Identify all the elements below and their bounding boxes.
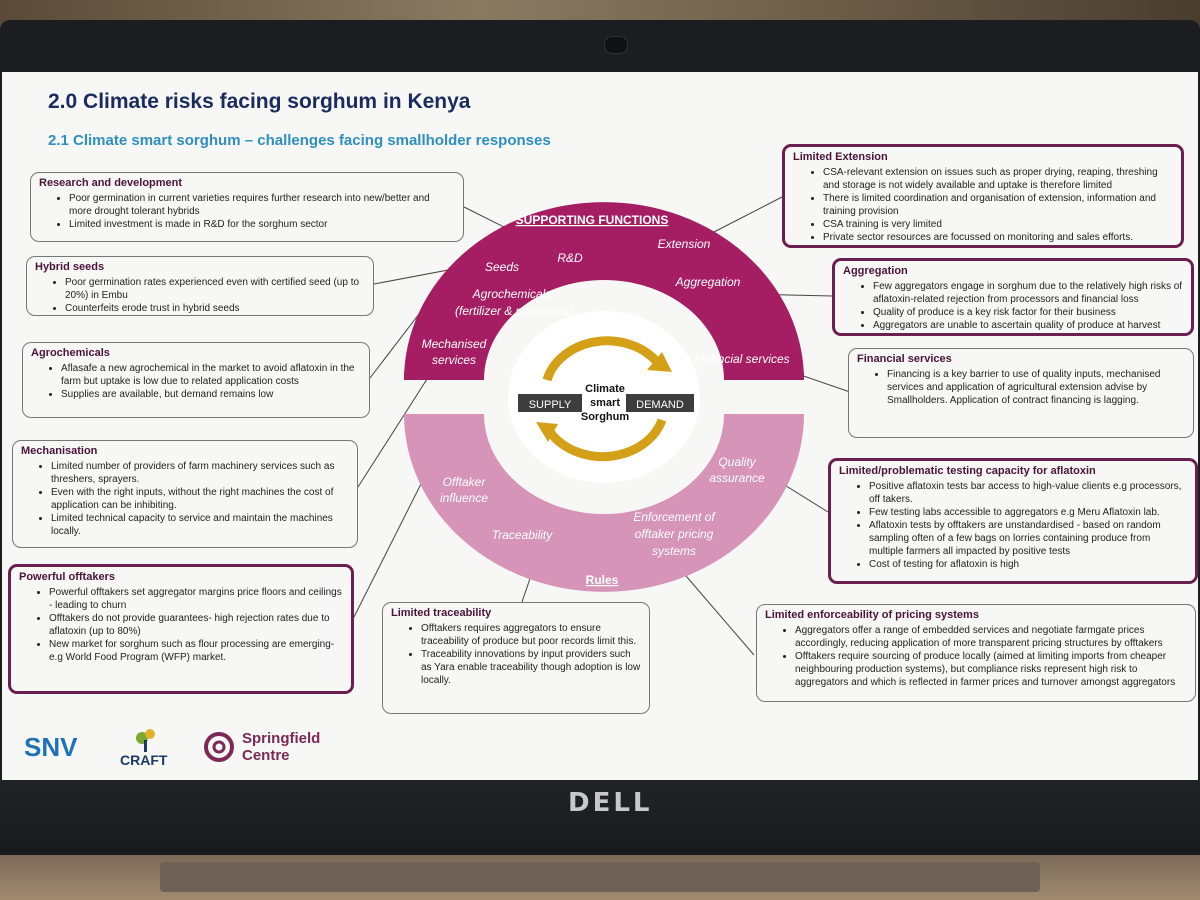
springfield-logo: Springfield Centre [242,730,320,764]
laptop-hinge [160,862,1040,892]
aggregation-title: Aggregation [843,265,908,277]
webcam [604,36,628,54]
mechanisation-item: Limited technical capacity to service an… [51,512,349,538]
center-label-2: smart [590,397,620,409]
agrochemicals-box: Agrochemicals Aflasafe a new agrochemica… [22,342,370,418]
cycle-arrowhead-top [647,352,672,372]
cycle-arrowhead-bottom [536,422,558,442]
slide-title: 2.0 Climate risks facing sorghum in Keny… [48,90,471,113]
demand-label: DEMAND [636,399,684,411]
pricing-systems-box: Limited enforceability of pricing system… [756,604,1196,702]
agrochemicals-item: Supplies are available, but demand remai… [61,388,361,401]
financial-services-title: Financial services [857,353,952,365]
sorghum-diagram: SUPPLY DEMAND Climate smart Sorghum SUPP… [353,196,851,656]
hybrid-seeds-item: Poor germination rates experienced even … [65,276,365,302]
research-item: Limited investment is made in R&D for th… [69,218,455,231]
extension-label: Extension [658,237,711,251]
offtaker-influence-label: Offtaker [443,475,487,489]
traceability-label: Traceability [492,528,553,542]
aggregation-box: Aggregation Few aggregators engage in so… [832,258,1194,336]
snv-logo: SNV [24,732,78,762]
rules-segment [404,414,804,592]
research-item: Poor germination in current varieties re… [69,192,455,218]
slide-subtitle: 2.1 Climate smart sorghum – challenges f… [48,132,551,149]
offtakers-item: Powerful offtakers set aggregator margin… [49,586,343,612]
limited-extension-box: Limited Extension CSA-relevant extension… [782,144,1184,248]
hybrid-seeds-box: Hybrid seeds Poor germination rates expe… [26,256,374,316]
seeds-label: Seeds [485,260,519,274]
limited-traceability-title: Limited traceability [391,607,492,619]
cycle-arrow-bottom [546,418,667,462]
extension-item: CSA training is very limited [823,218,1173,231]
springfield-logo-line2: Centre [242,747,290,764]
enforcement-label-3: systems [652,544,696,558]
aggregation-item: Aggregators are unable to ascertain qual… [873,319,1183,332]
powerful-offtakers-box: Powerful offtakers Powerful offtakers se… [8,564,354,694]
springfield-logo-line1: Springfield [242,730,321,747]
extension-item: Private sector resources are focussed on… [823,231,1173,244]
mechanisation-title: Mechanisation [21,445,98,457]
supply-tag [518,394,582,412]
testing-item: Few testing labs accessible to aggregato… [869,506,1187,519]
center-label-3: Sorghum [581,411,629,423]
cycle-arrow-top [542,336,661,382]
supply-label: SUPPLY [529,399,572,411]
springfield-logo-icon [204,732,234,762]
agrochemicals-item: Aflasafe a new agrochemical in the marke… [61,362,361,388]
supporting-functions-heading: SUPPORTING FUNCTIONS [516,213,669,227]
agrochemicals-label: Agrochemicals [472,287,552,301]
offtakers-item: New market for sorghum such as flour pro… [49,638,343,664]
powerful-offtakers-title: Powerful offtakers [19,571,115,583]
hybrid-seeds-item: Counterfeits erode trust in hybrid seeds [65,302,365,315]
footer-logos: SNV CRAFT Springfield Centre [2,712,1198,782]
craft-logo-icon [136,729,155,752]
testing-capacity-box: Limited/problematic testing capacity for… [828,458,1198,584]
testing-item: Aflatoxin tests by offtakers are unstand… [869,519,1187,558]
pricing-item: Offtakers require sourcing of produce lo… [795,650,1187,689]
enforcement-label: Enforcement of [633,510,716,524]
extension-item: CSA-relevant extension on issues such as… [823,166,1173,192]
agrochemicals-sub-label: (fertilizer & pesticides) [455,304,573,318]
craft-logo: CRAFT [120,752,168,768]
financial-services-label: Financial services [694,352,789,366]
dell-logo: DELL [568,788,653,818]
mechanisation-item: Even with the right inputs, without the … [51,486,349,512]
mechanisation-item: Limited number of providers of farm mach… [51,460,349,486]
presentation-slide: 2.0 Climate risks facing sorghum in Keny… [2,72,1198,782]
research-box: Research and development Poor germinatio… [30,172,464,242]
testing-item: Cost of testing for aflatoxin is high [869,558,1187,571]
pricing-systems-title: Limited enforceability of pricing system… [765,609,979,621]
offtaker-influence-sub-label: influence [440,491,488,505]
rd-label: R&D [557,251,583,265]
limited-traceability-box: Limited traceability Offtakers requires … [382,602,650,714]
extension-item: There is limited coordination and organi… [823,192,1173,218]
agrochemicals-title: Agrochemicals [31,347,110,359]
traceability-item: Traceability innovations by input provid… [421,648,641,687]
rules-heading: Rules [586,573,619,587]
supporting-functions-segment [404,202,804,380]
testing-item: Positive aflatoxin tests bar access to h… [869,480,1187,506]
quality-sub-label: assurance [709,471,765,485]
limited-extension-title: Limited Extension [793,151,888,163]
center-label-1: Climate [585,383,625,395]
aggregation-item: Quality of produce is a key risk factor … [873,306,1183,319]
testing-capacity-title: Limited/problematic testing capacity for… [839,465,1096,477]
traceability-item: Offtakers requires aggregators to ensure… [421,622,641,648]
pricing-item: Aggregators offer a range of embedded se… [795,624,1187,650]
mechanised-sub-label: services [432,353,476,367]
mechanisation-box: Mechanisation Limited number of provider… [12,440,358,548]
financial-services-box: Financial services Financing is a key ba… [848,348,1194,438]
hybrid-seeds-title: Hybrid seeds [35,261,105,273]
offtakers-item: Offtakers do not provide guarantees- hig… [49,612,343,638]
demand-tag [626,394,694,412]
aggregation-label: Aggregation [675,275,741,289]
research-title: Research and development [39,177,183,189]
quality-label: Quality [718,455,756,469]
financial-item: Financing is a key barrier to use of qua… [887,368,1185,407]
enforcement-label-2: offtaker pricing [635,527,714,541]
aggregation-item: Few aggregators engage in sorghum due to… [873,280,1183,306]
mechanised-label: Mechanised [422,337,487,351]
